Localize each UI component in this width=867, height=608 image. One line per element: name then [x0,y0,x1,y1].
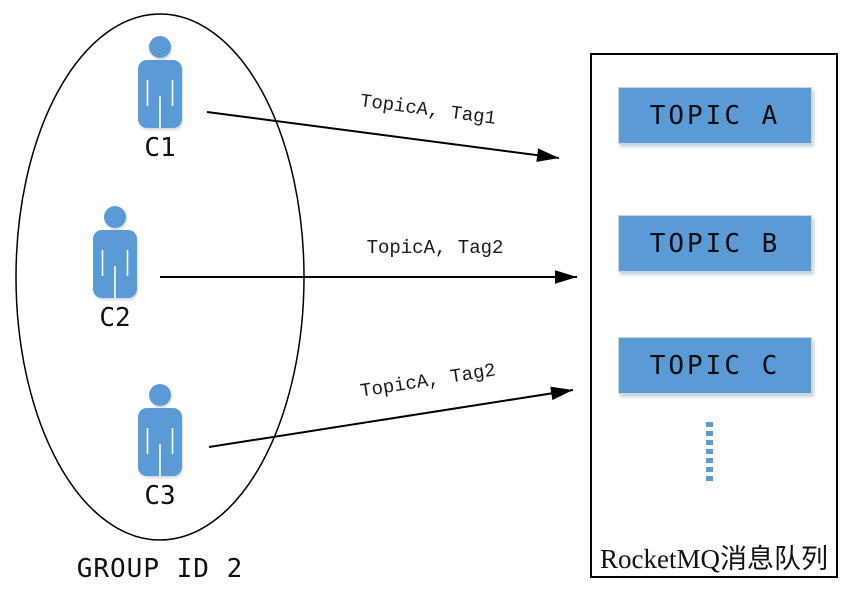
arrow-c3-to-broker [208,386,574,448]
person-icon [138,384,182,476]
consumer-label: C1 [144,133,176,163]
consumer-label: C2 [99,303,131,333]
consumer-c1: C1 [124,36,196,163]
topic-label: TOPIC A [649,100,781,131]
group-label: GROUP ID 2 [76,554,244,584]
topic-box-b: TOPIC B [618,215,812,272]
consumer-label: C3 [144,481,176,511]
topic-label: TOPIC C [649,350,781,381]
person-icon [93,206,137,298]
broker-title: RocketMQ消息队列 [600,544,828,574]
arrow-c1-to-broker [206,111,560,162]
more-topics-ellipsis-icon [706,422,713,484]
topic-box-a: TOPIC A [618,87,812,144]
broker-panel: TOPIC A TOPIC B TOPIC C RocketMQ消息队列 [590,53,838,578]
topic-box-c: TOPIC C [618,337,812,394]
person-icon [138,36,182,128]
topic-label: TOPIC B [649,228,781,259]
arrow-label-tag2-mid: TopicA, Tag2 [366,237,504,259]
consumer-c3: C3 [124,384,196,511]
consumer-c2: C2 [79,206,151,333]
